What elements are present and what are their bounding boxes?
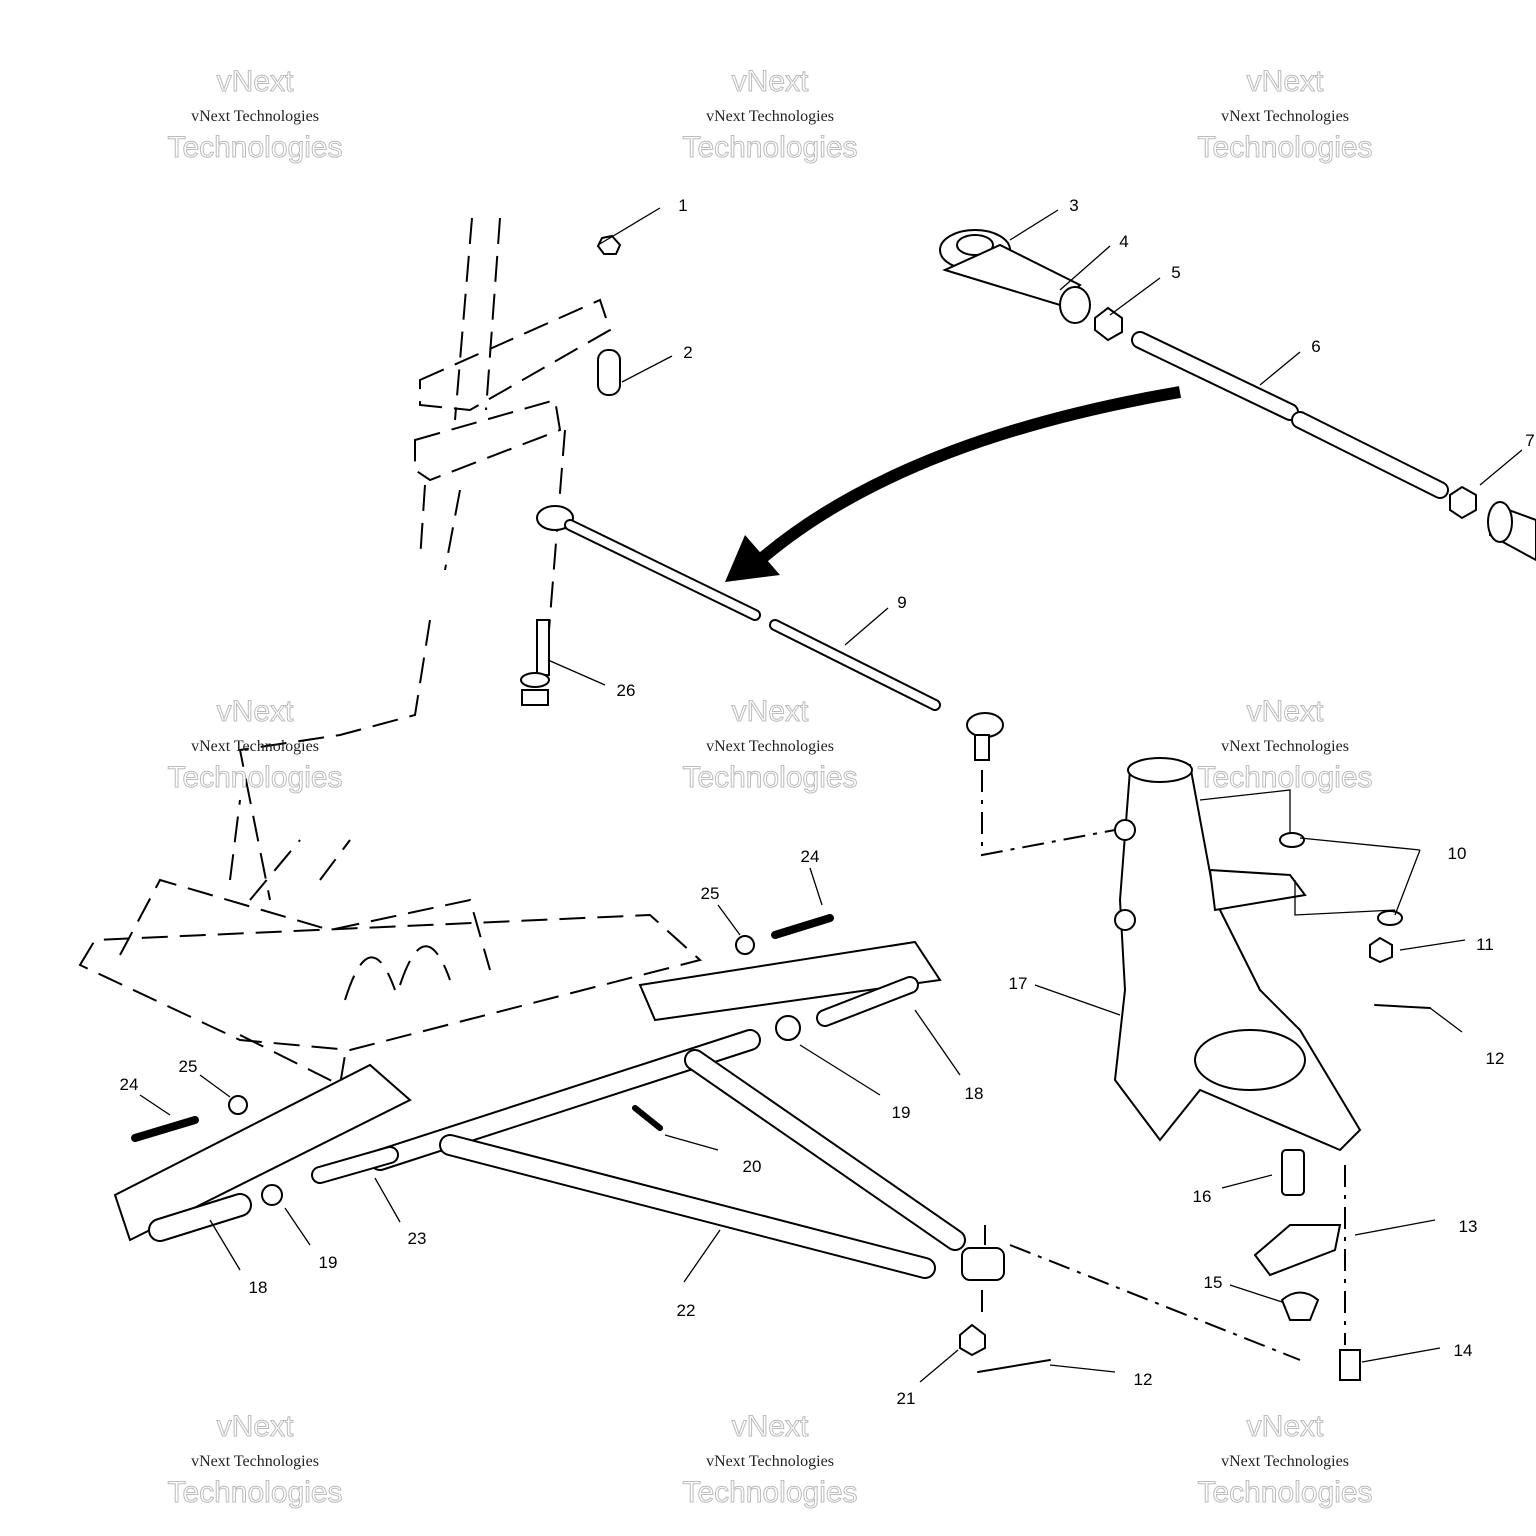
svg-text:vNext Technologies: vNext Technologies — [191, 108, 319, 125]
watermark: vNext vNext Technologies Technologies — [1197, 65, 1373, 165]
grease-fitting-20 — [632, 1105, 663, 1131]
svg-text:vNext Technologies: vNext Technologies — [191, 1453, 319, 1470]
callout-5: 5 — [1171, 263, 1180, 282]
cotter-pin-12b — [977, 1359, 1051, 1373]
callout-22: 22 — [677, 1301, 696, 1320]
callout-26: 26 — [617, 681, 636, 700]
bolt-24b — [131, 1116, 199, 1142]
svg-text:Technologies: Technologies — [167, 1476, 342, 1509]
callout-24: 24 — [801, 847, 820, 866]
steering-column-phantom — [238, 217, 612, 901]
washer-25a — [735, 935, 755, 955]
svg-text:vNext: vNext — [217, 695, 294, 728]
callout-7: 7 — [1525, 431, 1534, 450]
svg-text:vNext: vNext — [217, 1410, 294, 1443]
svg-text:vNext: vNext — [732, 695, 809, 728]
svg-text:Technologies: Technologies — [1197, 761, 1372, 794]
svg-text:Technologies: Technologies — [682, 131, 857, 164]
callout-2: 2 — [683, 343, 692, 362]
plate-13 — [1253, 1224, 1342, 1277]
callout-4: 4 — [1119, 232, 1128, 251]
watermark: vNext vNext Technologies Technologies — [167, 695, 343, 795]
svg-text:vNext Technologies: vNext Technologies — [706, 738, 834, 755]
washer-19b — [775, 1015, 801, 1041]
washer-25b — [228, 1095, 248, 1115]
svg-text:vNext: vNext — [1247, 65, 1324, 98]
callout-19: 19 — [892, 1103, 911, 1122]
lower-mount-bracket — [113, 1063, 412, 1242]
upper-mount-bracket — [638, 940, 942, 1022]
svg-text:vNext Technologies: vNext Technologies — [1221, 1453, 1349, 1470]
callout-20: 20 — [743, 1157, 762, 1176]
ball-joint-15 — [1280, 1291, 1320, 1321]
callout-17: 17 — [1009, 974, 1028, 993]
svg-text:vNext Technologies: vNext Technologies — [1221, 738, 1349, 755]
washer-10b — [1377, 910, 1403, 926]
callout-25: 25 — [701, 884, 720, 903]
svg-text:vNext: vNext — [732, 65, 809, 98]
callout-18: 18 — [965, 1084, 984, 1103]
svg-text:vNext Technologies: vNext Technologies — [706, 108, 834, 125]
callout-15: 15 — [1204, 1273, 1223, 1292]
callout-12b: 12 — [1134, 1370, 1153, 1389]
svg-text:vNext: vNext — [1247, 1410, 1324, 1443]
washer-19a — [261, 1184, 283, 1206]
watermark: vNext vNext Technologies Technologies — [167, 1410, 343, 1510]
svg-text:Technologies: Technologies — [167, 761, 342, 794]
watermark: vNext vNext Technologies Technologies — [167, 65, 343, 165]
direction-arrow — [725, 386, 1182, 582]
frame-phantom — [78, 799, 703, 1087]
callout-11: 11 — [1476, 935, 1494, 954]
nut-21 — [959, 1323, 986, 1357]
tie-rod-9 — [536, 505, 1004, 761]
svg-text:Technologies: Technologies — [167, 131, 342, 164]
nut-11 — [1369, 936, 1393, 964]
watermark: vNext vNext Technologies Technologies — [1197, 695, 1373, 795]
watermark: vNext vNext Technologies Technologies — [682, 65, 858, 165]
spindle-knuckle-17 — [1113, 757, 1362, 1152]
callout-19b: 19 — [319, 1253, 338, 1272]
callout-21: 21 — [897, 1389, 916, 1408]
callout-6: 6 — [1311, 337, 1320, 356]
svg-text:vNext Technologies: vNext Technologies — [191, 738, 319, 755]
svg-text:Technologies: Technologies — [1197, 1476, 1372, 1509]
callout-1: 1 — [678, 196, 687, 215]
cotter-pin-12 — [1374, 1004, 1431, 1009]
callout-25b: 25 — [179, 1057, 198, 1076]
callout-9: 9 — [897, 593, 906, 612]
bolt-26 — [520, 619, 550, 706]
tie-rod-assembly — [939, 229, 1536, 562]
svg-text:vNext: vNext — [217, 65, 294, 98]
svg-text:vNext Technologies: vNext Technologies — [1221, 108, 1349, 125]
callout-16: 16 — [1193, 1187, 1212, 1206]
callout-18b: 18 — [249, 1278, 268, 1297]
bolt-24a — [771, 914, 834, 939]
callout-12: 12 — [1486, 1049, 1505, 1068]
watermark: vNext vNext Technologies Technologies — [682, 695, 858, 795]
callout-14: 14 — [1454, 1341, 1473, 1360]
pin-2 — [597, 349, 621, 396]
svg-text:Technologies: Technologies — [682, 1476, 857, 1509]
watermark: vNext vNext Technologies Technologies — [1197, 1410, 1373, 1510]
callout-10: 10 — [1448, 844, 1467, 863]
callout-24b: 24 — [120, 1075, 139, 1094]
watermark: vNext vNext Technologies Technologies — [682, 1410, 858, 1510]
svg-text:Technologies: Technologies — [1197, 131, 1372, 164]
svg-text:vNext: vNext — [732, 1410, 809, 1443]
callout-13: 13 — [1459, 1217, 1478, 1236]
callout-labels: 1 2 3 4 5 6 7 9 26 10 11 12 17 24 25 24 … — [120, 196, 1535, 1408]
bolt-16 — [1281, 1149, 1305, 1196]
callout-23: 23 — [408, 1229, 427, 1248]
callout-3: 3 — [1069, 196, 1078, 215]
svg-text:vNext Technologies: vNext Technologies — [706, 1453, 834, 1470]
watermarks: vNext vNext Technologies Technologies vN… — [167, 65, 1373, 1510]
svg-text:vNext: vNext — [1247, 695, 1324, 728]
bolt-14 — [1339, 1349, 1361, 1381]
svg-text:Technologies: Technologies — [682, 761, 857, 794]
washer-10a — [1279, 832, 1305, 848]
a-arm — [369, 1029, 1005, 1281]
